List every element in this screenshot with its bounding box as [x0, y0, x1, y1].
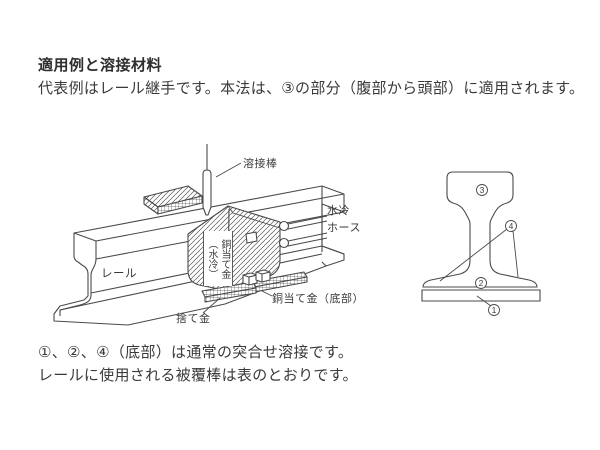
intro-paragraph: 代表例はレール継手です。本法は、③の部分（腹部から頭部）に適用されます。	[38, 80, 585, 97]
hose-fitting-lower	[278, 237, 290, 249]
spacer-cubes	[242, 269, 271, 286]
section-markers: 3 4 2 1	[475, 184, 517, 316]
electrode-rod	[202, 169, 212, 216]
label-copper-backing-water-cooled: 銅当て金 （水冷）	[203, 231, 233, 286]
label-copper-backing-bottom: 銅当て金（底部）	[272, 293, 364, 305]
label-rail: レール	[101, 268, 137, 280]
rail-assembly-3d	[53, 144, 345, 326]
block-hole	[245, 231, 258, 244]
marker-2: 2	[479, 278, 484, 288]
marker-circle-1	[488, 304, 500, 316]
leader-lines	[202, 162, 273, 314]
marker-circle-2	[475, 277, 487, 289]
page-title: 適用例と溶接材料	[38, 57, 163, 74]
electrode	[202, 144, 212, 216]
label-discard-metal: 捨て金	[176, 313, 211, 325]
marker-circle-3	[476, 184, 488, 196]
marker-4: 4	[509, 221, 514, 231]
cooling-hoses	[278, 215, 328, 249]
base-plate	[421, 289, 541, 302]
hose-fitting-upper	[278, 220, 290, 232]
rail-web-profile	[59, 258, 97, 316]
footer-paragraph: ①、②、④（底部）は通常の突合せ溶接です。 レールに使用される被覆棒は表のとおり…	[38, 344, 358, 384]
far-backing-block	[143, 185, 203, 215]
marker-1: 1	[492, 305, 497, 315]
rail-cross-section: 3 4 2 1	[421, 171, 541, 316]
label-electrode: 溶接棒	[243, 158, 278, 170]
label-water-cooling-hose: 水冷 ホース	[327, 205, 361, 234]
bottom-backing-strips	[201, 269, 308, 303]
marker-leaders	[439, 228, 519, 307]
marker-3: 3	[480, 185, 485, 195]
marker-circle-4	[505, 220, 517, 232]
